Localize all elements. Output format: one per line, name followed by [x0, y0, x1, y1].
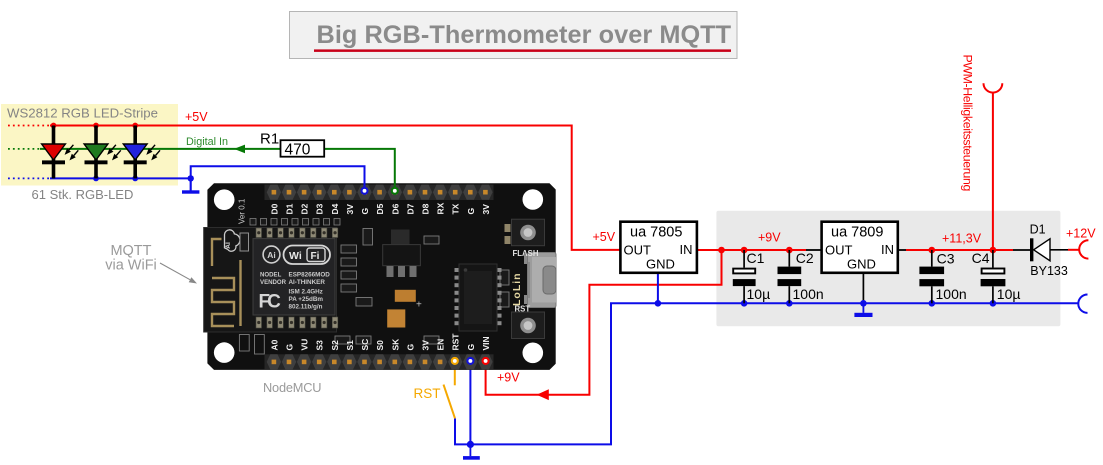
svg-text:BY133: BY133	[1030, 264, 1068, 278]
svg-text:C1: C1	[747, 250, 765, 266]
svg-text:+5V: +5V	[185, 110, 208, 124]
svg-text:+12V: +12V	[1066, 227, 1096, 241]
svg-text:RST: RST	[414, 386, 441, 401]
svg-text:IN: IN	[881, 242, 894, 257]
svg-text:NODEL: NODEL	[260, 272, 282, 279]
svg-text:PA +25dBm: PA +25dBm	[289, 296, 324, 303]
svg-text:3V: 3V	[345, 204, 355, 215]
svg-text:C4: C4	[972, 250, 990, 266]
svg-text:10µ: 10µ	[997, 286, 1021, 302]
svg-text:VENDOR: VENDOR	[260, 279, 287, 286]
svg-text:SC: SC	[360, 339, 370, 351]
svg-text:ISM 2.4GHz: ISM 2.4GHz	[289, 289, 323, 296]
svg-text:VU: VU	[300, 339, 310, 351]
svg-text:A0: A0	[269, 339, 279, 350]
svg-text:SK: SK	[390, 338, 400, 351]
svg-text:G: G	[466, 344, 476, 351]
svg-text:MQTT: MQTT	[110, 243, 151, 259]
svg-text:LoLin: LoLin	[511, 272, 523, 306]
svg-text:S3: S3	[315, 340, 325, 351]
svg-text:Fi: Fi	[311, 251, 320, 262]
svg-text:G: G	[285, 344, 295, 351]
svg-text:AI-THINKER: AI-THINKER	[289, 279, 326, 286]
svg-text:via WiFi: via WiFi	[105, 257, 157, 273]
svg-text:IN: IN	[680, 242, 693, 257]
svg-text:Wi: Wi	[289, 250, 302, 262]
svg-text:+11,3V: +11,3V	[942, 232, 982, 246]
svg-text:NodeMCU: NodeMCU	[263, 380, 321, 395]
svg-text:RST: RST	[451, 333, 461, 351]
svg-text:EN: EN	[436, 339, 446, 351]
svg-text:S1: S1	[345, 340, 355, 351]
svg-text:D1: D1	[1030, 223, 1046, 237]
svg-text:+9V: +9V	[497, 371, 520, 385]
svg-text:Ver 0.1: Ver 0.1	[238, 198, 247, 224]
svg-text:10µ: 10µ	[747, 286, 771, 302]
svg-text:OUT: OUT	[624, 243, 652, 258]
svg-text:TX: TX	[451, 203, 461, 214]
svg-text:S0: S0	[375, 340, 385, 351]
svg-text:D7: D7	[405, 203, 415, 214]
svg-text:OUT: OUT	[825, 243, 853, 258]
svg-text:C3: C3	[937, 251, 955, 267]
svg-text:WS2812 RGB LED-Stripe: WS2812 RGB LED-Stripe	[7, 106, 158, 121]
svg-text:G: G	[466, 208, 476, 215]
svg-text:802.11b/g/n: 802.11b/g/n	[289, 304, 323, 311]
svg-text:S2: S2	[330, 340, 340, 351]
svg-text:100n: 100n	[793, 286, 824, 302]
svg-text:3V: 3V	[421, 340, 431, 351]
svg-text:R1: R1	[260, 131, 279, 148]
svg-text:D3: D3	[315, 203, 325, 214]
svg-text:ua 7805: ua 7805	[630, 225, 682, 241]
svg-text:ESP8266MOD: ESP8266MOD	[289, 272, 331, 279]
svg-text:100n: 100n	[936, 286, 967, 302]
svg-text:D2: D2	[300, 203, 310, 214]
svg-text:FC: FC	[259, 292, 282, 313]
svg-text:+: +	[416, 300, 422, 311]
svg-text:Ai: Ai	[267, 250, 276, 260]
svg-text:D0: D0	[269, 203, 279, 214]
svg-text:470: 470	[285, 141, 311, 158]
svg-text:D6: D6	[390, 203, 400, 214]
svg-text:AI: AI	[225, 242, 232, 249]
svg-text:FLASH: FLASH	[513, 249, 539, 258]
svg-text:D5: D5	[375, 203, 385, 214]
svg-text:RX: RX	[436, 202, 446, 214]
svg-text:G: G	[360, 208, 370, 215]
svg-text:3V: 3V	[481, 204, 491, 215]
svg-text:PWM-Helligkeitssteuerung: PWM-Helligkeitssteuerung	[961, 55, 975, 192]
svg-text:GND: GND	[847, 256, 876, 271]
svg-text:RST: RST	[515, 305, 531, 314]
svg-text:Digital In: Digital In	[186, 136, 228, 148]
svg-text:G: G	[405, 344, 415, 351]
svg-text:D1: D1	[285, 203, 295, 214]
svg-text:+9V: +9V	[758, 231, 781, 245]
svg-text:Big RGB-Thermometer over MQTT: Big RGB-Thermometer over MQTT	[317, 21, 732, 49]
svg-text:ua 7809: ua 7809	[831, 225, 883, 241]
svg-text:GND: GND	[646, 256, 675, 271]
svg-text:C2: C2	[796, 250, 814, 266]
svg-text:+5V: +5V	[593, 230, 616, 244]
svg-text:61 Stk. RGB-LED: 61 Stk. RGB-LED	[32, 187, 134, 202]
svg-text:D8: D8	[421, 203, 431, 214]
svg-text:VIN: VIN	[481, 336, 491, 350]
svg-text:D4: D4	[330, 203, 340, 214]
